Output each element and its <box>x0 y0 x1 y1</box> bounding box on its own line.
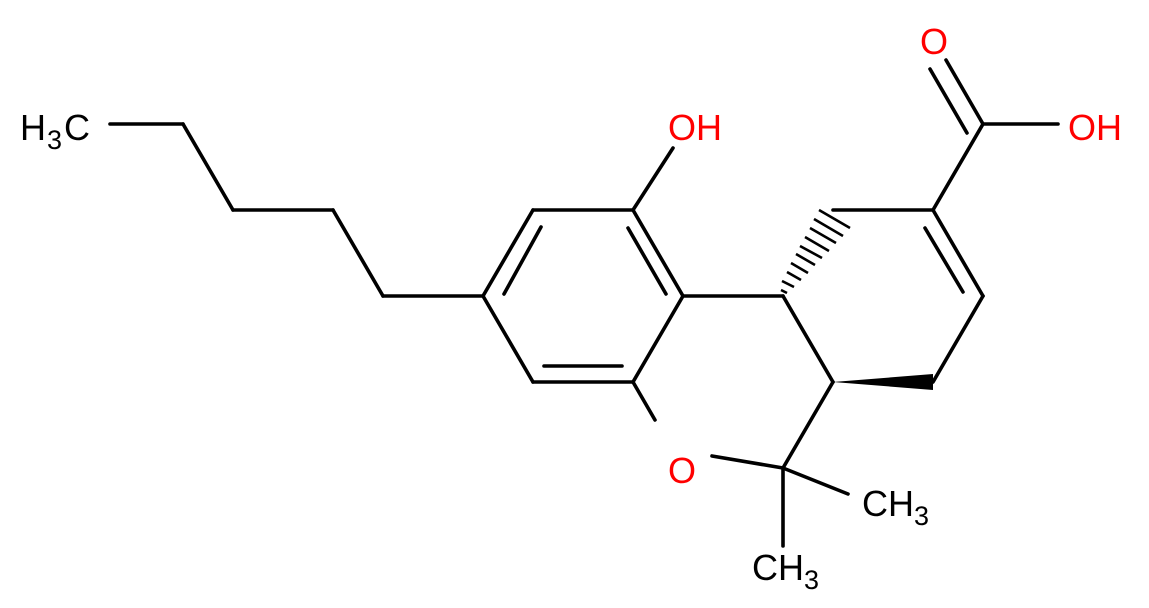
wedge-bond <box>833 374 933 390</box>
atom-labels: OH O OH O CH 3 CH 3 H 3 C <box>20 21 1122 595</box>
pentyl-methyl-c: C <box>64 107 90 148</box>
methyl-1-label: CH <box>862 483 914 524</box>
bond-pentyl-4 <box>331 208 385 298</box>
bond-ar-1-inner <box>502 225 543 296</box>
bond-pyran-5 <box>631 380 657 422</box>
bond-cyc-2 <box>931 208 985 298</box>
ring-oxygen-label: O <box>668 450 696 491</box>
bond-cooh-2b <box>928 67 969 135</box>
methyl-1-subscript: 3 <box>914 501 929 531</box>
bond-ar-3 <box>631 208 685 298</box>
bond-oh <box>631 146 675 212</box>
bond-pyran-3 <box>781 380 835 470</box>
pentyl-methyl-h: H <box>20 107 46 148</box>
bond-cooh-2a <box>944 58 985 126</box>
bond-pyran-2 <box>781 294 835 384</box>
bond-ar-6 <box>481 294 535 384</box>
methyl-2-label: CH <box>752 547 804 588</box>
bond-methyl-1 <box>781 466 850 496</box>
hashed-bond <box>780 208 851 295</box>
carboxyl-hydroxyl-label: OH <box>1068 107 1122 148</box>
bond-ar-3-inner <box>626 226 668 296</box>
bonds <box>108 58 1060 548</box>
pentyl-methyl-subscript: 3 <box>47 125 62 155</box>
bond-pyran-4 <box>710 454 785 470</box>
methyl-2-subscript: 3 <box>804 565 819 595</box>
bond-cooh-1 <box>931 122 985 212</box>
carboxyl-oxygen-label: O <box>920 21 948 62</box>
bond-ar-4 <box>631 294 685 384</box>
hydroxyl-label: OH <box>668 107 722 148</box>
bond-cyc-1 <box>931 294 985 384</box>
bond-ar-1 <box>481 208 535 298</box>
bond-cyc-2-inner <box>923 226 965 294</box>
bond-pentyl-2 <box>181 122 235 212</box>
